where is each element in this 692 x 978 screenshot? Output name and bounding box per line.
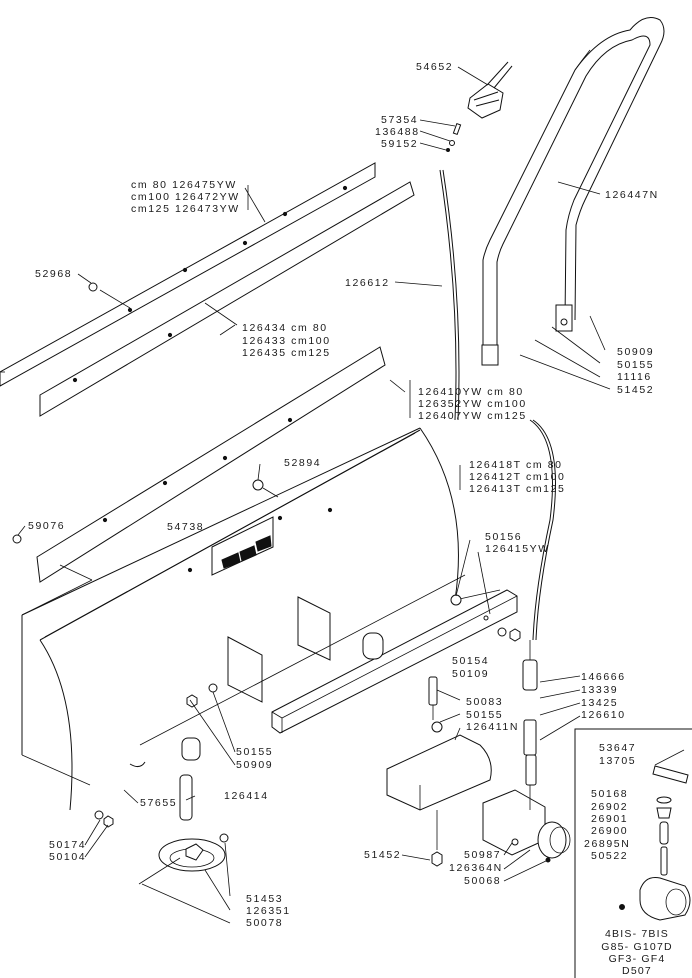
part-label-50909-left: 50909: [236, 759, 274, 771]
part-label-50174: 50174: [49, 839, 87, 851]
inset-label-53647: 53647: [599, 742, 637, 754]
control-handle-part: [467, 61, 513, 119]
part-label-126411N: 126411N: [466, 721, 520, 733]
part-label-blade-edge-125: cm125 126473YW: [131, 203, 240, 215]
frame-crossbar: [271, 589, 518, 734]
part-label-126414: 126414: [224, 790, 269, 802]
part-label-blade-strip-100: 126433 cm100: [242, 335, 331, 347]
part-label-59076: 59076: [28, 520, 66, 532]
blade-edge-strip-lower: [39, 181, 415, 417]
part-label-50909-top: 50909: [617, 346, 655, 358]
part-label-50109: 50109: [452, 668, 490, 680]
part-label-51453: 51453: [246, 893, 284, 905]
part-label-blade-strip-125: 126435 cm125: [242, 347, 331, 359]
part-label-51452-bottom: 51452: [364, 849, 402, 861]
inset-caption-line-3: GF3- GF4: [608, 953, 666, 965]
blade-edge-strip-upper: [0, 162, 376, 387]
moldboard: [21, 427, 501, 811]
part-label-57354: 57354: [381, 114, 419, 126]
rubber-strip: [36, 346, 386, 583]
part-label-50156: 50156: [485, 531, 523, 543]
part-label-126447N: 126447N: [605, 189, 659, 201]
part-label-50104: 50104: [49, 851, 87, 863]
inset-label-26900: 26900: [591, 825, 629, 837]
part-label-blade-edge-100: cm100 126472YW: [131, 191, 240, 203]
part-label-126415YW: 126415YW: [485, 543, 550, 555]
inset-caption-line-4: D507: [622, 965, 652, 977]
part-label-50155-left: 50155: [236, 746, 274, 758]
part-label-126612: 126612: [345, 277, 390, 289]
handle-bar: [481, 17, 665, 366]
part-label-50068: 50068: [464, 875, 502, 887]
part-label-50083: 50083: [466, 696, 504, 708]
part-label-50155-top: 50155: [617, 359, 655, 371]
inset-caption-line-1: 4BIS- 7BIS: [605, 928, 669, 940]
part-label-54738: 54738: [167, 521, 205, 533]
inset-label-26895N: 26895N: [584, 838, 631, 850]
part-label-57655: 57655: [140, 797, 178, 809]
part-label-50155-mid: 50155: [466, 709, 504, 721]
part-label-blade-strip-80: 126434 cm 80: [242, 322, 328, 334]
part-label-50987: 50987: [464, 849, 502, 861]
inset-label-13705: 13705: [599, 755, 637, 767]
part-label-51452-top: 51452: [617, 384, 655, 396]
part-label-52968: 52968: [35, 268, 73, 280]
part-label-126610: 126610: [581, 709, 626, 721]
part-label-rubber-100: 126352YW cm100: [418, 398, 527, 410]
part-label-136488: 136488: [375, 126, 420, 138]
part-label-rubber-80: 126410YW cm 80: [418, 386, 524, 398]
part-label-146666: 146666: [581, 671, 626, 683]
part-label-126351: 126351: [246, 905, 291, 917]
part-label-52894: 52894: [284, 457, 322, 469]
inset-label-26901: 26901: [591, 813, 629, 825]
part-label-11116: 11116: [617, 371, 652, 383]
part-label-50078: 50078: [246, 917, 284, 929]
inset-caption-line-2: G85- G107D: [601, 941, 673, 953]
part-label-59152: 59152: [381, 138, 419, 150]
inset-detail-box: [574, 728, 692, 978]
part-label-13339: 13339: [581, 684, 619, 696]
inset-label-50168: 50168: [591, 788, 629, 800]
part-label-13425: 13425: [581, 697, 619, 709]
inset-label-50522: 50522: [591, 850, 629, 862]
inset-label-26902: 26902: [591, 801, 629, 813]
part-label-moldboard-125: 126413T cm125: [469, 483, 566, 495]
part-label-126364N: 126364N: [449, 862, 503, 874]
part-label-50154: 50154: [452, 655, 490, 667]
part-label-blade-edge-80: cm 80 126475YW: [131, 179, 237, 191]
part-label-moldboard-80: 126418T cm 80: [469, 459, 563, 471]
part-label-moldboard-100: 126412T cm100: [469, 471, 566, 483]
part-label-54652: 54652: [416, 61, 454, 73]
part-label-rubber-125: 126407YW cm125: [418, 410, 527, 422]
